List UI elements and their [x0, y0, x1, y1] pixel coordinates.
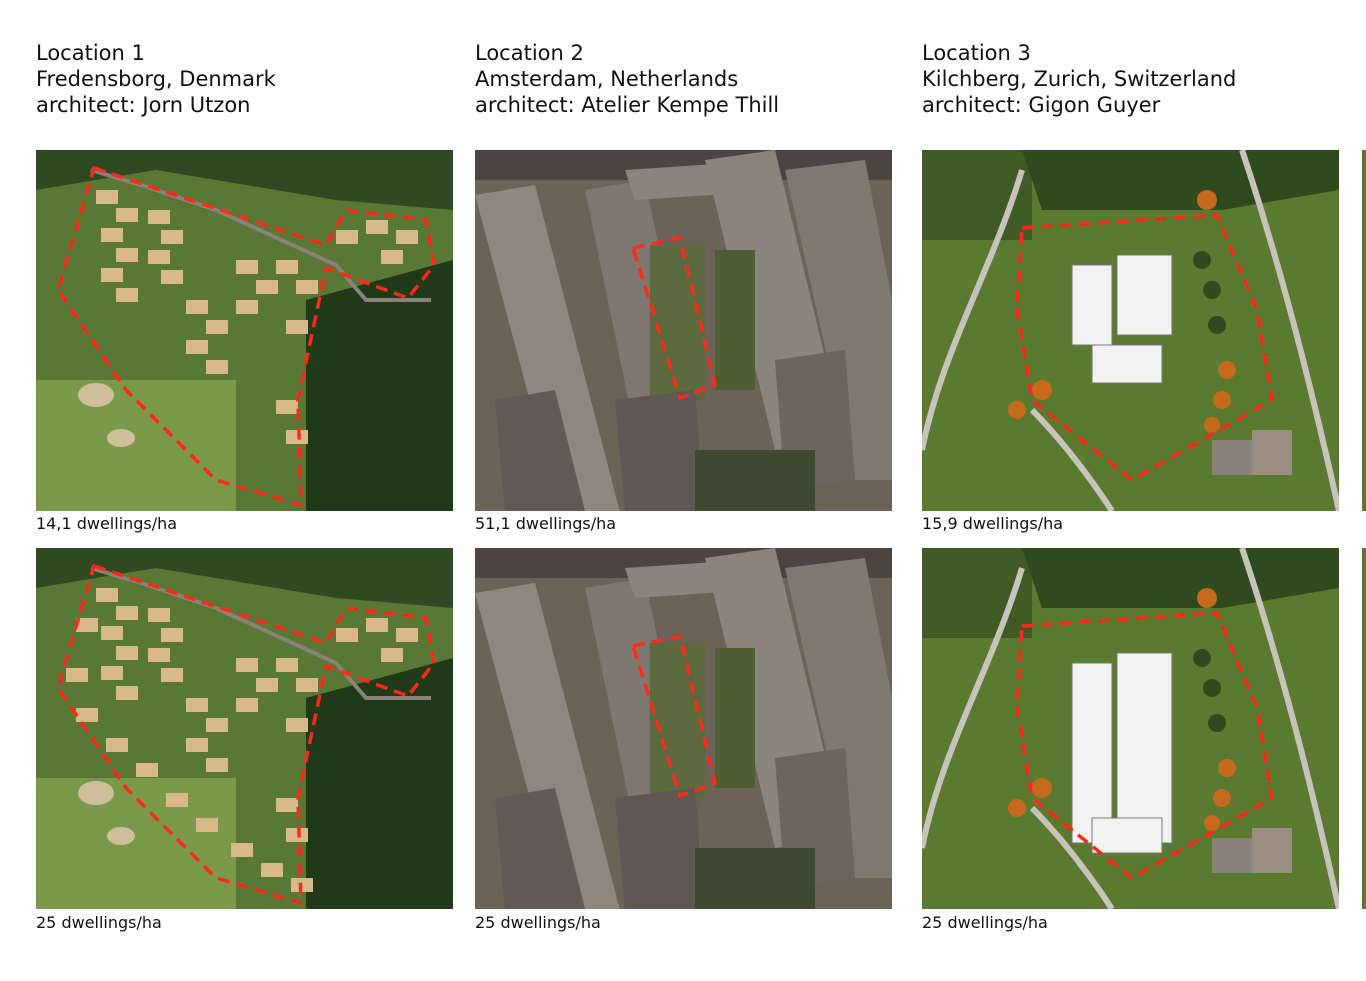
location-3-current-aerial-photo — [922, 150, 1339, 511]
location-2-header: Location 2 Amsterdam, Netherlands archit… — [475, 40, 779, 118]
location-1-place: Fredensborg, Denmark — [36, 67, 276, 91]
location-2-target-density: 25 dwellings/ha — [475, 913, 601, 932]
location-2-place: Amsterdam, Netherlands — [475, 67, 739, 91]
location-1-current-density: 14,1 dwellings/ha — [36, 514, 178, 533]
location-3-current-density: 15,9 dwellings/ha — [922, 514, 1064, 533]
location-3-title: Location 3 — [922, 41, 1031, 65]
location-3-place: Kilchberg, Zurich, Switzerland — [922, 67, 1237, 91]
location-3-densified-aerial-photo — [922, 548, 1339, 909]
location-2-densified-aerial-photo — [475, 548, 892, 909]
location-1-architect: architect: Jorn Utzon — [36, 93, 251, 117]
location-1-header: Location 1 Fredensborg, Denmark architec… — [36, 40, 276, 118]
location-2-title: Location 2 — [475, 41, 584, 65]
location-3-header: Location 3 Kilchberg, Zurich, Switzerlan… — [922, 40, 1236, 118]
location-4-cropped-aerial-photo-top — [1362, 150, 1366, 511]
location-3-target-density: 25 dwellings/ha — [922, 913, 1048, 932]
location-1-current-aerial-photo — [36, 150, 453, 511]
location-2-current-density: 51,1 dwellings/ha — [475, 514, 617, 533]
location-2-current-aerial-photo — [475, 150, 892, 511]
location-1-title: Location 1 — [36, 41, 145, 65]
location-2-architect: architect: Atelier Kempe Thill — [475, 93, 780, 117]
location-1-target-density: 25 dwellings/ha — [36, 913, 162, 932]
location-3-architect: architect: Gigon Guyer — [922, 93, 1161, 117]
location-4-cropped-aerial-photo-bottom — [1362, 548, 1366, 909]
location-1-densified-aerial-photo — [36, 548, 453, 909]
